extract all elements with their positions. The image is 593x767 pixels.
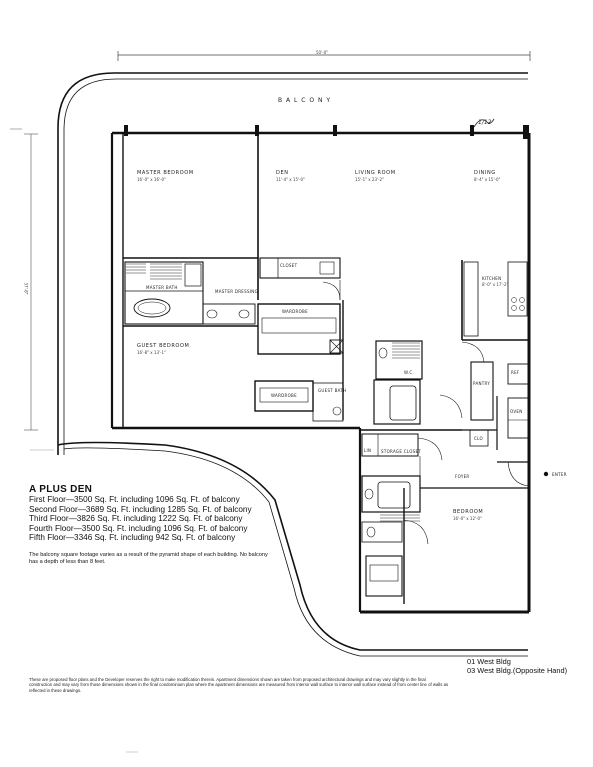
floor-area-line: Fifth Floor—3346 Sq. Ft. including 942 S… [29, 533, 236, 543]
overall-width-dimension: 50'-0" [316, 50, 329, 55]
bedroom-label: BEDROOM [453, 509, 484, 515]
pantry-label: PANTRY [473, 381, 491, 386]
den-dimension: 11'-4" x 15'-0" [276, 177, 305, 182]
den-label: DEN [276, 170, 289, 176]
guest-bedroom-dimension: 16'-8" x 13'-1" [137, 350, 166, 355]
storage-closet-label: STORAGE CLOSET [381, 449, 422, 454]
floor-area-line: Fourth Floor—3500 Sq. Ft. including 1096… [29, 523, 248, 533]
living-room-dimension: 15'-1" x 23'-2" [355, 177, 384, 182]
living-room-label: LIVING ROOM [355, 170, 396, 176]
kitchen-label: KITCHEN [482, 276, 502, 281]
building-line: 01 West Bldg [467, 657, 511, 666]
floor-area-line: Second Floor—3689 Sq. Ft. including 1285… [29, 504, 252, 514]
dining-dimension: 8'-4" x 15'-0" [474, 177, 501, 182]
guest-bath-label: GUEST BATH [318, 388, 347, 393]
dining-label: DINING [474, 170, 496, 176]
floor-area-line: First Floor—3500 Sq. Ft. including 1096 … [29, 495, 240, 504]
handwritten-note: 1/12 [478, 119, 492, 126]
closet-label: CLO [474, 436, 483, 441]
disclaimer-text: These are proposed floor plans and the D… [29, 677, 449, 693]
balcony-note: The balcony square footage varies as a r… [29, 552, 268, 565]
refrigerator-label: REF [511, 370, 520, 375]
floor-area-list: First Floor—3500 Sq. Ft. including 1096 … [29, 495, 252, 543]
master-bath-label: MASTER BATH [146, 285, 178, 290]
building-list: 01 West Bldg 03 West Bldg.(Opposite Hand… [467, 657, 567, 675]
closet-label: CLOSET [280, 263, 298, 268]
kitchen-dimension: 8'-0" x 17'-2" [482, 282, 509, 287]
foyer-label: FOYER [455, 474, 470, 479]
balcony-label: B A L C O N Y [278, 97, 332, 104]
wc-label: W.C. [404, 370, 415, 375]
floor-area-line: Third Floor—3826 Sq. Ft. including 1222 … [29, 514, 243, 524]
wardrobe-label: WARDROBE [282, 309, 308, 314]
master-dressing-label: MASTER DRESSING [215, 289, 258, 294]
building-line: 03 West Bldg.(Opposite Hand) [467, 666, 568, 675]
linen-label: LIN [364, 448, 372, 453]
oven-label: OVEN [510, 409, 523, 414]
master-bedroom-dimension: 16'-0" x 16'-0" [137, 177, 166, 182]
entry-label: ENTER [552, 472, 567, 477]
wardrobe-label: WARDROBE [271, 393, 297, 398]
overall-depth-dimension: 37'-8" [23, 282, 29, 295]
guest-bedroom-label: GUEST BEDROOM [137, 343, 190, 349]
bedroom-dimension: 16'-0" x 12'-0" [453, 516, 482, 521]
master-bedroom-label: MASTER BEDROOM [137, 170, 194, 176]
plan-title: A PLUS DEN [29, 484, 93, 495]
